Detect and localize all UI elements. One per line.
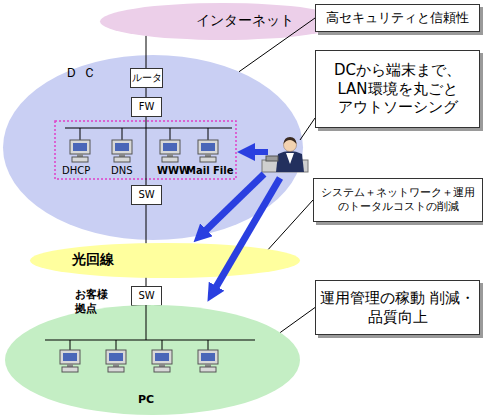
internet-cloud: インターネット [100, 3, 345, 40]
fiber-line-band: 光回線 [30, 243, 300, 278]
switch-box: SW [131, 185, 162, 205]
ellipse-fill [30, 243, 300, 278]
lan-bus [65, 128, 232, 129]
node-heading: インターネット [180, 12, 310, 30]
ellipse-fill [3, 55, 303, 240]
callout-box: 高セキュリティと信頼性 [315, 4, 480, 32]
server-label: Mail File [186, 165, 234, 176]
service-arrow [200, 174, 264, 236]
leader-line [300, 118, 315, 140]
node-label: SW [132, 186, 161, 204]
operator-figure [262, 137, 308, 172]
leader-line [280, 308, 315, 333]
node-heading: ＤＣ [65, 65, 115, 81]
node-label: 運用管理の稼動 削減・品質向上 [316, 281, 479, 334]
server-icon [198, 128, 218, 162]
server-icon [112, 128, 132, 162]
callout-box: 運用管理の稼動 削減・品質向上 [315, 280, 480, 335]
node-label: DCから端末まで、 LAN環境を丸ごと アウトソーシング [316, 51, 479, 127]
callout-box: DCから端末まで、 LAN環境を丸ごと アウトソーシング [315, 50, 480, 128]
server-icons [70, 128, 218, 162]
pc-icon [152, 340, 172, 372]
network-link [146, 205, 147, 243]
leader-line [239, 18, 315, 72]
firewall-box: FW [131, 97, 162, 117]
node-label: FW [132, 98, 161, 116]
server-label: DNS [111, 165, 133, 176]
node-label: システム＋ネットワーク＋運用 のトータルコストの削減 [314, 179, 482, 221]
pc-icons [60, 340, 218, 372]
network-link [146, 117, 147, 185]
pc-icon [106, 340, 126, 372]
customer-site-zone: お客様 拠点PC [5, 305, 300, 415]
network-link [146, 88, 147, 97]
node-heading: お客様 拠点 [75, 288, 115, 316]
server-icon [160, 128, 180, 162]
node-label: SW [132, 287, 161, 305]
server-group-frame [55, 121, 236, 179]
service-arrow [246, 149, 268, 155]
node-heading: 光回線 [72, 251, 142, 269]
lan-bus [45, 340, 255, 341]
network-link [146, 36, 147, 68]
router-box: ルータ [130, 68, 163, 88]
service-arrow [212, 178, 280, 294]
switch-box: SW [131, 286, 162, 306]
network-link [146, 278, 147, 286]
server-label: DHCP [62, 165, 90, 176]
server-icon [70, 128, 90, 162]
node-label: ルータ [131, 69, 162, 87]
pc-icon [60, 340, 80, 372]
network-link [146, 305, 147, 307]
leader-line [268, 200, 313, 249]
server-label: WWW [157, 165, 190, 176]
ellipse-fill [100, 3, 345, 40]
ellipse-fill [5, 305, 300, 415]
callout-box: システム＋ネットワーク＋運用 のトータルコストの削減 [313, 178, 483, 222]
ellipse-shape [30, 243, 300, 278]
pc-icon [198, 340, 218, 372]
node-heading: PC [131, 393, 161, 407]
lan-drop [146, 306, 147, 340]
node-label: 高セキュリティと信頼性 [316, 5, 479, 31]
datacenter-zone: ＤＣ ルータ FW SW [3, 55, 303, 240]
